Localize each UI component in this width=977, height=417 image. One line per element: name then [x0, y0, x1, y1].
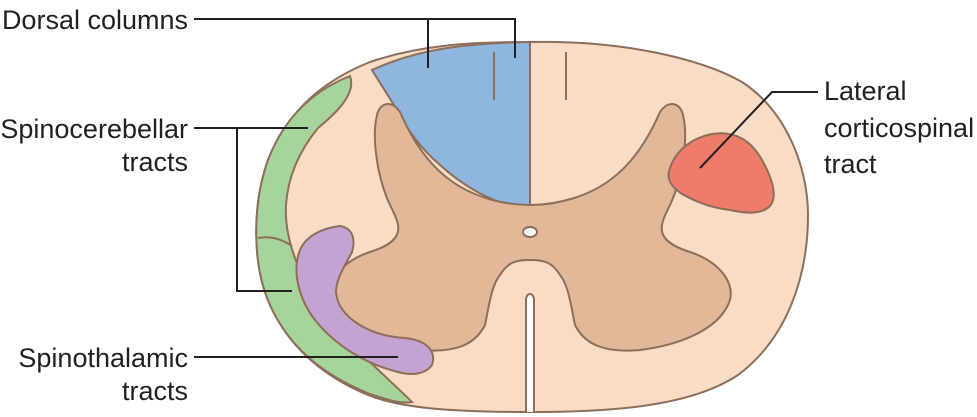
lateral-corticospinal-label-line2: corticospinal	[824, 113, 974, 143]
lateral-corticospinal-label-line3: tract	[824, 149, 877, 179]
dorsal-columns-leader	[194, 18, 516, 58]
central-canal	[522, 226, 538, 238]
spinocerebellar-label-line1: Spinocerebellar	[0, 114, 188, 144]
lateral-corticospinal-tract-region	[667, 132, 775, 214]
spinothalamic-label-line1: Spinothalamic	[18, 343, 188, 373]
spinocerebellar-label-line2: tracts	[122, 147, 188, 177]
spinocerebellar-tract-region	[255, 74, 415, 404]
ventral-median-fissure	[525, 293, 535, 412]
dorsal-columns-label: Dorsal columns	[2, 5, 188, 35]
lateral-corticospinal-leader	[699, 91, 818, 169]
spinothalamic-label-line2: tracts	[122, 376, 188, 406]
lateral-corticospinal-label-line1: Lateral	[824, 76, 907, 106]
spinocerebellar-divider	[257, 236, 293, 247]
spinocerebellar-leader-branch	[236, 128, 292, 292]
spinothalamic-tract-region	[295, 224, 435, 375]
